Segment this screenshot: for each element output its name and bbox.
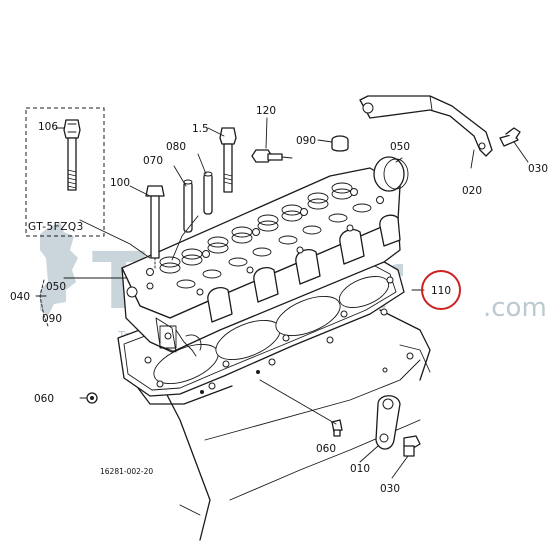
callout-030-top: 030 xyxy=(528,163,548,175)
callout-010: 010 xyxy=(350,463,370,475)
callout-120: 120 xyxy=(256,105,276,117)
callout-070: 070 xyxy=(143,155,163,167)
callout-106: 106 xyxy=(38,121,58,133)
callout-030-bottom: 030 xyxy=(380,483,400,495)
pushrod-080 xyxy=(203,171,213,215)
inset-model-code: GT-5FZQ3 xyxy=(28,221,84,233)
sensor-120 xyxy=(251,149,293,163)
leader-lines xyxy=(35,117,529,479)
callout-020: 020 xyxy=(462,185,482,197)
cylinder-head xyxy=(121,167,401,357)
valve-springs xyxy=(159,182,372,289)
inset-dashed-frame xyxy=(25,107,105,237)
plug-050-top xyxy=(373,156,409,192)
highlight-circle-110 xyxy=(421,270,461,310)
bracket-040 xyxy=(39,279,49,327)
callout-050-left: 050 xyxy=(46,281,66,293)
callout-115: 1.5 xyxy=(192,123,209,135)
stud-bolt-106 xyxy=(63,119,81,191)
head-bolt-115 xyxy=(219,127,237,193)
bolt-030-top xyxy=(499,127,521,147)
callout-labels: 120 1.5 090 050 030 020 080 070 100 040 … xyxy=(10,105,548,495)
callout-060-left: 060 xyxy=(34,393,54,405)
watermark-gear-logo xyxy=(40,222,78,316)
callout-060-bottom: 060 xyxy=(316,443,336,455)
pushrod-070 xyxy=(183,179,193,233)
lifting-bracket-020 xyxy=(359,95,493,157)
head-bolt-holes xyxy=(146,188,384,296)
inset-box: 106 GT-5FZQ3 xyxy=(25,107,105,237)
callout-090-top: 090 xyxy=(296,135,316,147)
head-gasket xyxy=(117,247,405,405)
callout-100: 100 xyxy=(110,177,130,189)
head-bolt-100 xyxy=(145,185,165,271)
plug-060-left xyxy=(86,392,98,404)
cap-090 xyxy=(331,135,349,152)
watermark-domain: .com xyxy=(483,293,547,323)
callout-040: 040 xyxy=(10,291,30,303)
callout-110: 110 xyxy=(431,285,451,297)
drawing-code: 16281-002-20 xyxy=(100,467,153,476)
callout-050-top: 050 xyxy=(390,141,410,153)
lifting-eye-010 xyxy=(375,395,401,450)
bolt-030-bottom xyxy=(403,435,421,457)
gasket-holes xyxy=(144,276,394,394)
callout-090-left: 090 xyxy=(42,313,62,325)
callout-080: 080 xyxy=(166,141,186,153)
